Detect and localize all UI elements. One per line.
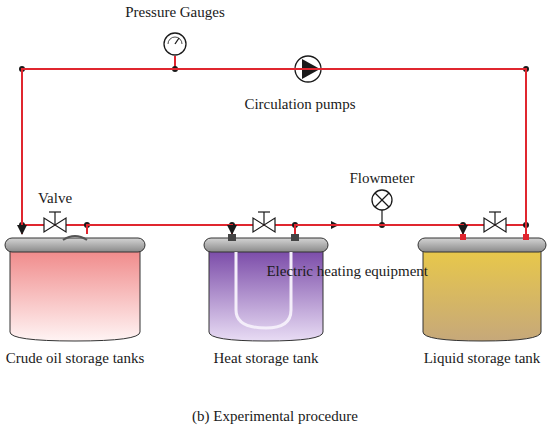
tank-label: Crude oil storage tanks	[6, 350, 145, 367]
part-label: Circulation pumps	[244, 96, 355, 113]
pipe-connector	[295, 225, 463, 234]
pressure-gauge	[164, 33, 186, 55]
flowmeter-symbol	[372, 190, 392, 225]
tank-shape	[4, 234, 146, 342]
storage-tank: Crude oil storage tanks	[4, 234, 146, 342]
part-label: Pressure Gauges	[125, 4, 225, 21]
tank-label: Liquid storage tank	[424, 350, 541, 367]
part-label: Flowmeter	[350, 170, 415, 187]
tank-shape	[203, 234, 329, 342]
tank-shape	[417, 234, 547, 342]
tank-label: Heat storage tank	[214, 350, 319, 367]
valve-symbols	[44, 212, 506, 232]
figure-caption: (b) Experimental procedure	[0, 408, 550, 425]
storage-tank: Liquid storage tank	[417, 234, 547, 342]
part-label: Valve	[38, 190, 72, 207]
pipe-connector	[22, 69, 526, 234]
storage-tank: Heat storage tank	[203, 234, 329, 342]
pipe-connector	[87, 225, 232, 234]
part-label: Electric heating equipment	[266, 263, 428, 280]
